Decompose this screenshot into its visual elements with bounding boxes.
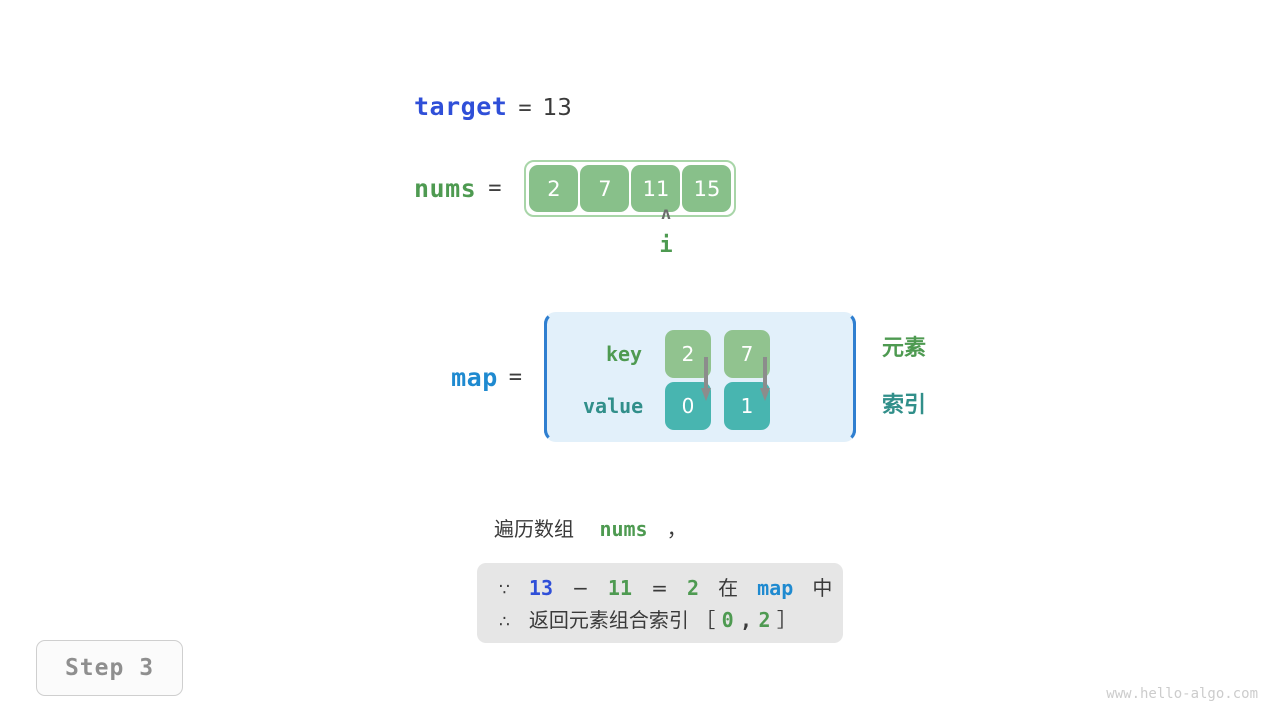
proof-box: ∵ 13 − 11 = 2 在 map 中 ∴ 返回元素组合索引 ［ 0 , 2…	[477, 563, 843, 643]
proof-operand-target: 13	[528, 576, 553, 600]
caret-up-icon: ʌ	[660, 204, 672, 224]
map-container: key 2 7 value 0 1	[544, 312, 856, 442]
array-cell[interactable]: 7	[580, 165, 630, 212]
nums-equals-sign: =	[488, 176, 502, 201]
because-symbol: ∵	[499, 580, 510, 600]
pointer-label-i: i	[659, 233, 673, 258]
therefore-symbol: ∴	[499, 612, 510, 632]
index-pointer-group: ʌ i	[642, 204, 690, 258]
map-value-row: value 0 1	[583, 382, 783, 430]
annotation-element: 元素	[882, 335, 927, 361]
map-label-wrap: map =	[414, 363, 522, 392]
proof-line-1: ∵ 13 − 11 = 2 在 map 中	[499, 573, 832, 605]
target-value: 13	[542, 95, 572, 121]
result-index-0: 0	[721, 608, 734, 632]
proof-return-text: 返回元素组合索引	[528, 608, 689, 632]
watermark: www.hello-algo.com	[1106, 686, 1258, 702]
proof-minus-sign: −	[572, 576, 589, 600]
proof-result: 2	[686, 576, 699, 600]
map-key-row: key 2 7	[583, 330, 783, 378]
map-variable-name: map	[451, 362, 498, 392]
proof-map-ref: map	[757, 576, 794, 600]
map-key-cell[interactable]: 7	[724, 330, 770, 378]
map-side-annotations: 元素 索引	[882, 312, 926, 442]
map-key-cell[interactable]: 2	[665, 330, 711, 378]
description-suffix: ，	[666, 517, 687, 541]
target-variable-name: target	[414, 92, 508, 121]
map-row: map = key 2 7 value 0 1 元素 索引	[414, 312, 926, 442]
proof-tail-text: 中	[812, 576, 833, 600]
result-comma: ,	[740, 608, 753, 632]
result-index-1: 2	[758, 608, 771, 632]
map-equals-sign: =	[508, 364, 522, 390]
target-equals-sign: =	[518, 96, 532, 121]
description-prefix: 遍历数组	[494, 517, 574, 541]
proof-line-2: ∴ 返回元素组合索引 ［ 0 , 2 ］	[499, 605, 821, 637]
map-value-row-label: value	[583, 394, 644, 418]
annotation-index: 索引	[882, 392, 927, 418]
map-value-cell[interactable]: 1	[724, 382, 770, 430]
proof-operand-current: 11	[607, 576, 633, 600]
nums-variable-name: nums	[414, 174, 477, 203]
proof-equals-sign: =	[651, 576, 668, 600]
array-cell[interactable]: 15	[682, 165, 732, 212]
array-cell[interactable]: 2	[529, 165, 579, 212]
bracket-close: ］	[776, 608, 797, 632]
description-code-nums: nums	[599, 517, 648, 541]
map-key-row-label: key	[605, 342, 643, 366]
proof-mid-text: 在	[718, 576, 739, 600]
nums-line: nums = 2 7 11 15	[414, 160, 737, 217]
map-value-cell[interactable]: 0	[665, 382, 711, 430]
step-badge: Step 3	[36, 640, 183, 696]
bracket-open: ［	[695, 608, 716, 632]
array-cell[interactable]: 11	[631, 165, 681, 212]
target-line: target = 13	[414, 92, 572, 121]
description-line: 遍历数组 nums ，	[494, 513, 687, 542]
step-badge-label: Step 3	[64, 655, 155, 681]
nums-array-container: 2 7 11 15	[524, 160, 737, 217]
